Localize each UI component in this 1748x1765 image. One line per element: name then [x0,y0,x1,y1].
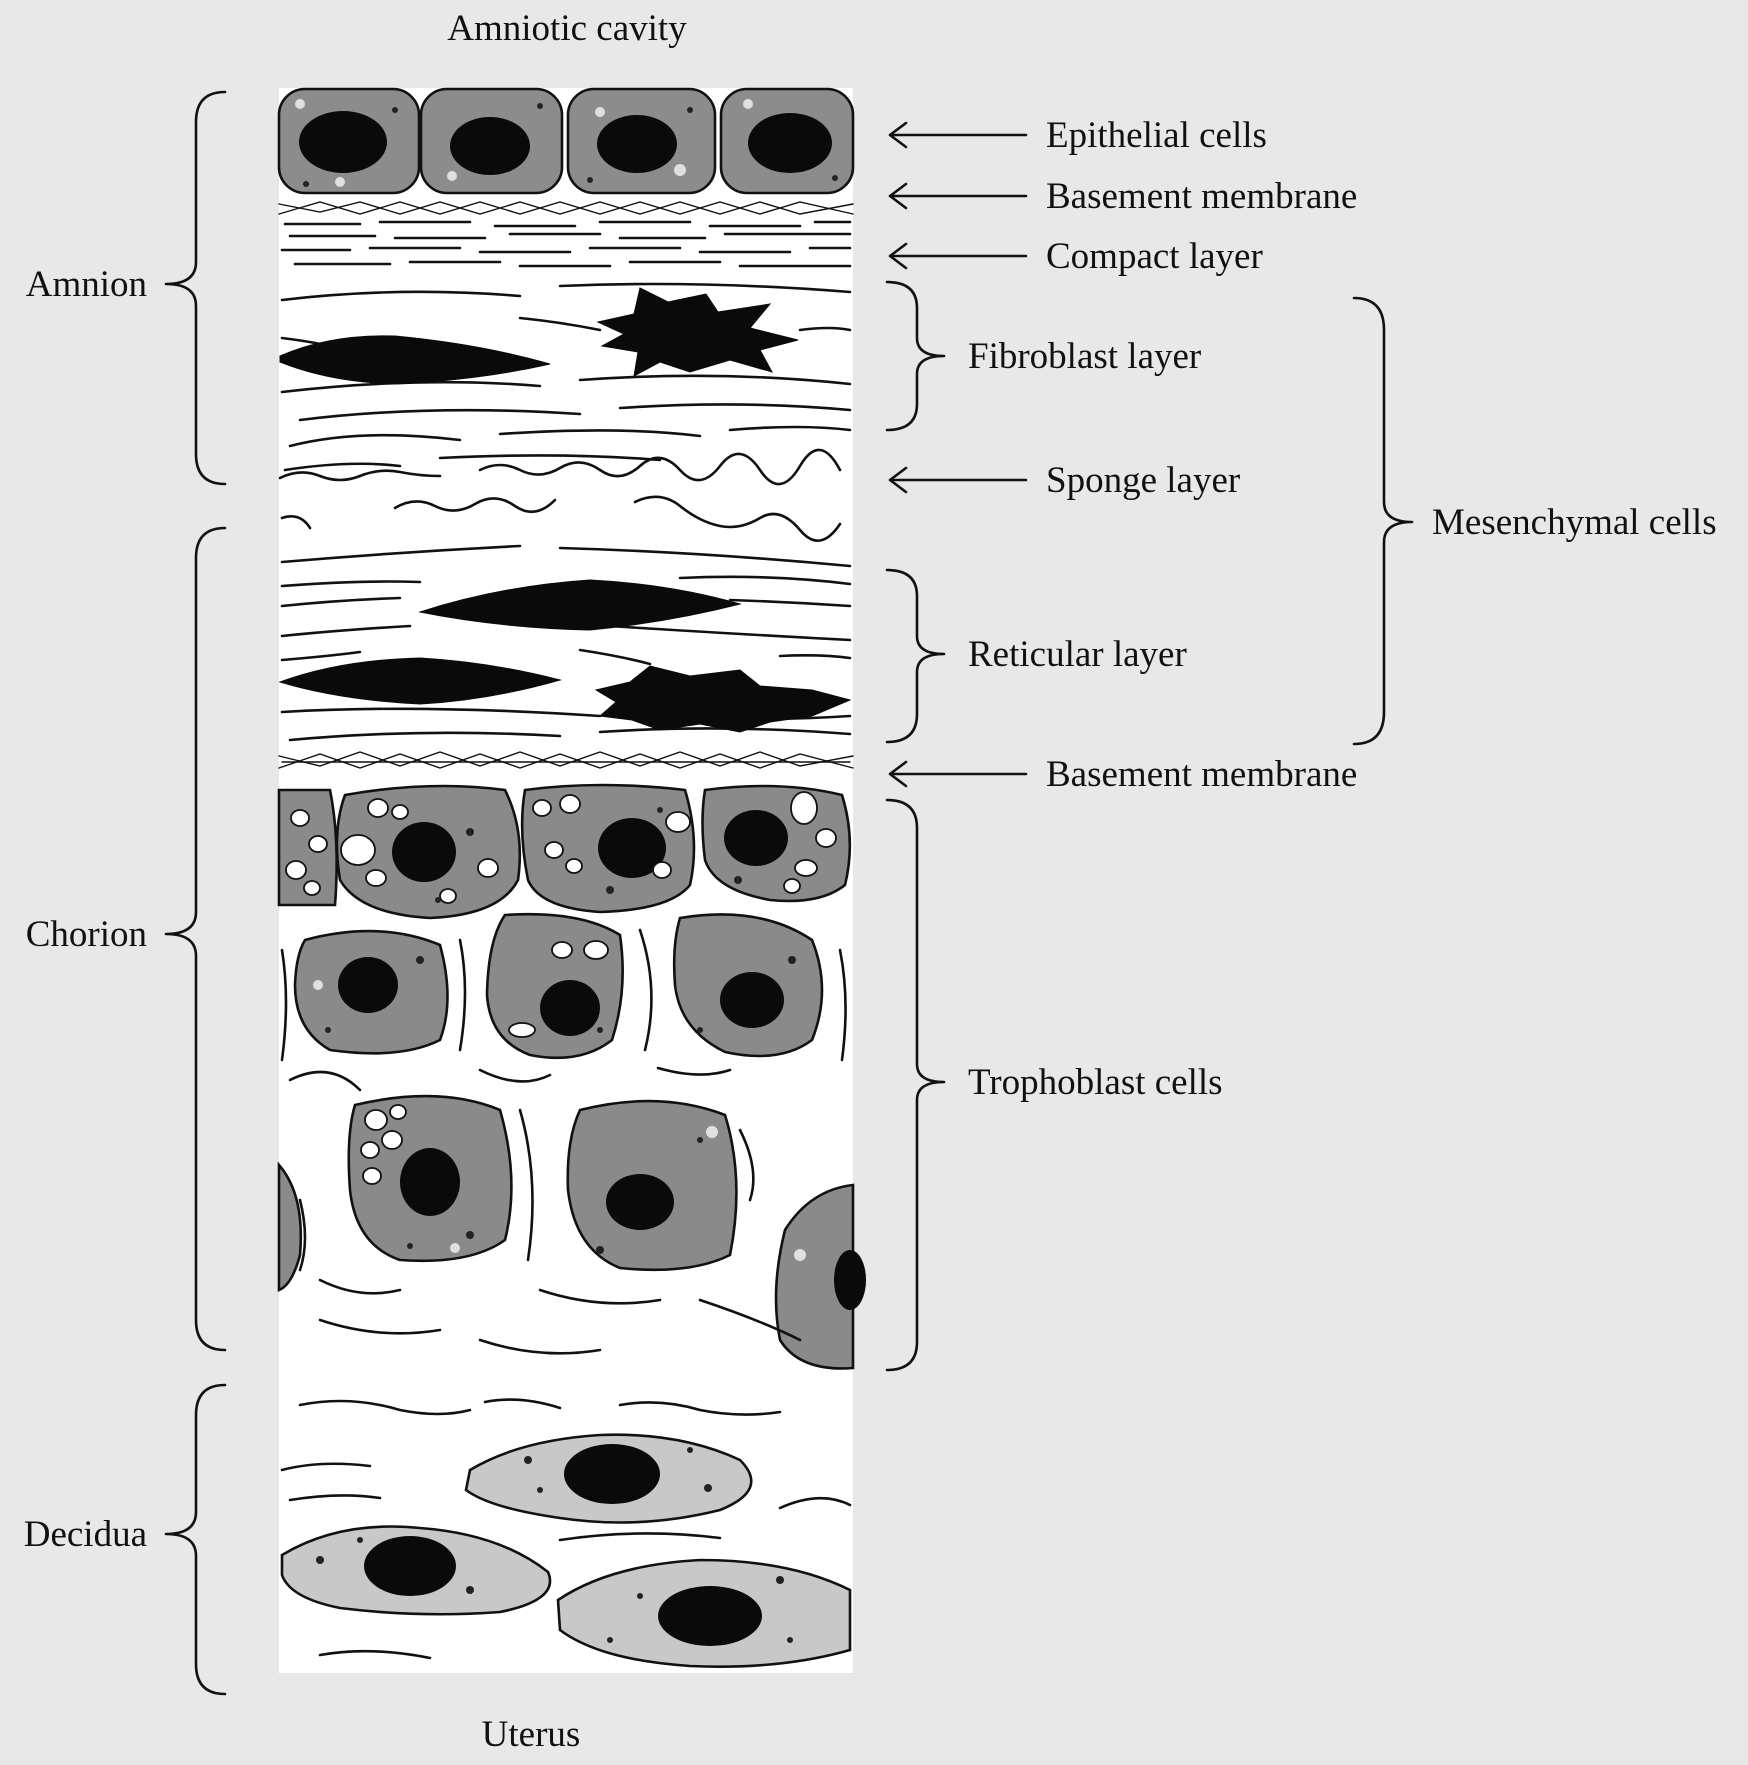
arrow-basement-membrane-bottom [888,760,1028,788]
reticular-cell [278,657,562,705]
tissue-column [277,87,866,1673]
labels: Amniotic cavity Uterus Amnion Chorion De… [24,8,1717,1755]
nucleus [597,115,677,173]
label-sponge-layer: Sponge layer [1046,460,1240,501]
amnion-brace [164,90,227,486]
chorion-brace [164,526,227,1352]
label-basement-membrane-top: Basement membrane [1046,176,1357,217]
cytoplasm-granules [295,99,838,187]
reticular-cell-stellate [594,665,852,733]
label-chorion: Chorion [26,914,147,955]
fibroblast-cell [279,335,551,385]
label-basement-membrane-bottom: Basement membrane [1046,754,1357,795]
label-decidua: Decidua [24,1514,147,1555]
trophoblast-cell-layer [277,783,866,1370]
decidua-brace [164,1383,227,1696]
nucleus [748,113,832,173]
basement-membrane-mesh-bottom [278,751,854,769]
fibroblast-layer [279,282,852,472]
reticular-layer [278,544,852,742]
reticular-layer-brace [885,568,946,744]
decidua-layer [280,1398,852,1668]
trophoblast-cell [774,1183,855,1370]
sponge-layer [278,448,842,542]
label-amniotic-cavity: Amniotic cavity [447,8,687,49]
arrow-sponge-layer [888,466,1028,494]
fibroblast-cell-stellate [596,287,799,377]
label-trophoblast-cells: Trophoblast cells [968,1062,1223,1103]
pointer-arrows [888,121,1028,788]
arrow-epithelial-cells [888,121,1028,149]
label-reticular-layer: Reticular layer [968,634,1187,675]
trophoblast-interstitial-fibers [280,928,847,1355]
mesenchymal-cells-brace [1352,296,1414,746]
reticular-cell [418,579,742,631]
epithelial-cell-layer [277,87,855,195]
braces [164,90,1414,1696]
label-compact-layer: Compact layer [1046,236,1263,277]
fibroblast-layer-brace [885,280,946,432]
arrow-compact-layer [888,242,1028,270]
label-uterus: Uterus [482,1714,581,1755]
decidual-granules [316,1447,793,1643]
label-fibroblast-layer: Fibroblast layer [968,336,1201,377]
trophoblast-vacuoles [285,791,837,1185]
nucleus [299,111,387,173]
label-epithelial-cells: Epithelial cells [1046,115,1267,156]
trophoblast-cell [277,1161,303,1292]
label-mesenchymal-cells: Mesenchymal cells [1432,502,1717,543]
compact-layer-fibers [280,220,852,268]
arrow-basement-membrane-top [888,182,1028,210]
nucleus [450,117,530,175]
basement-membrane-mesh-top [278,201,854,215]
trophoblast-granules [313,807,806,1261]
trophoblast-cells-brace [885,798,946,1372]
label-amnion: Amnion [26,264,147,305]
